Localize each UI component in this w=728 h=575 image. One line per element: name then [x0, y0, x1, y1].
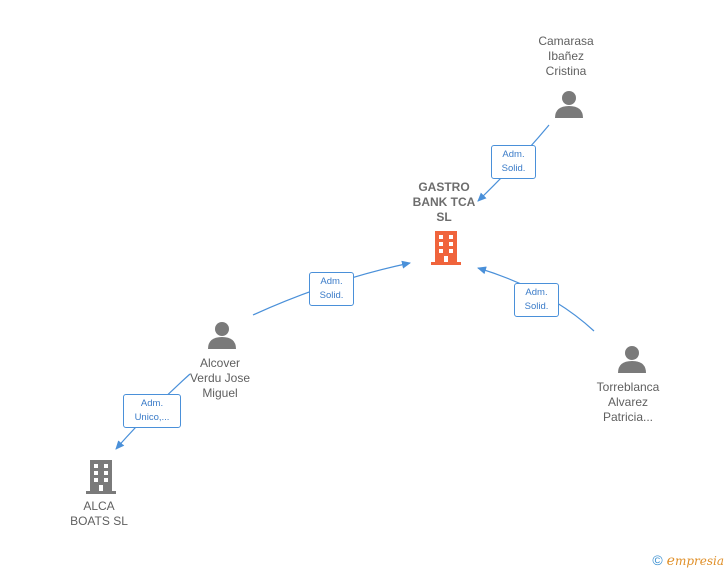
building-icon[interactable] — [85, 459, 117, 495]
person-torreblanca-label[interactable]: Torreblanca Alvarez Patricia... — [596, 380, 660, 424]
person-icon[interactable] — [554, 89, 584, 118]
empresia-logo: ©empresia — [652, 552, 724, 569]
person-alcover-label[interactable]: Alcover Verdu Jose Miguel — [189, 356, 251, 400]
brand-name: mpresia — [674, 554, 724, 568]
edge-label-alcover-alca[interactable]: Adm. Unico,... — [123, 394, 181, 428]
person-icon[interactable] — [207, 320, 237, 349]
company-gastro-label[interactable]: GASTRO BANK TCA SL — [412, 180, 476, 224]
person-icon[interactable] — [617, 344, 647, 373]
edge-label-camarasa-gastro[interactable]: Adm. Solid. — [491, 145, 536, 179]
person-camarasa-label[interactable]: Camarasa Ibañez Cristina — [538, 34, 594, 78]
brand-initial: e — [666, 553, 675, 569]
edge-label-alcover-gastro[interactable]: Adm. Solid. — [309, 272, 354, 306]
edge-label-torreblanca-gastro[interactable]: Adm. Solid. — [514, 283, 559, 317]
building-icon[interactable] — [430, 230, 462, 266]
copyright-icon: © — [652, 552, 663, 568]
company-alca-label[interactable]: ALCA BOATS SL — [70, 499, 128, 528]
